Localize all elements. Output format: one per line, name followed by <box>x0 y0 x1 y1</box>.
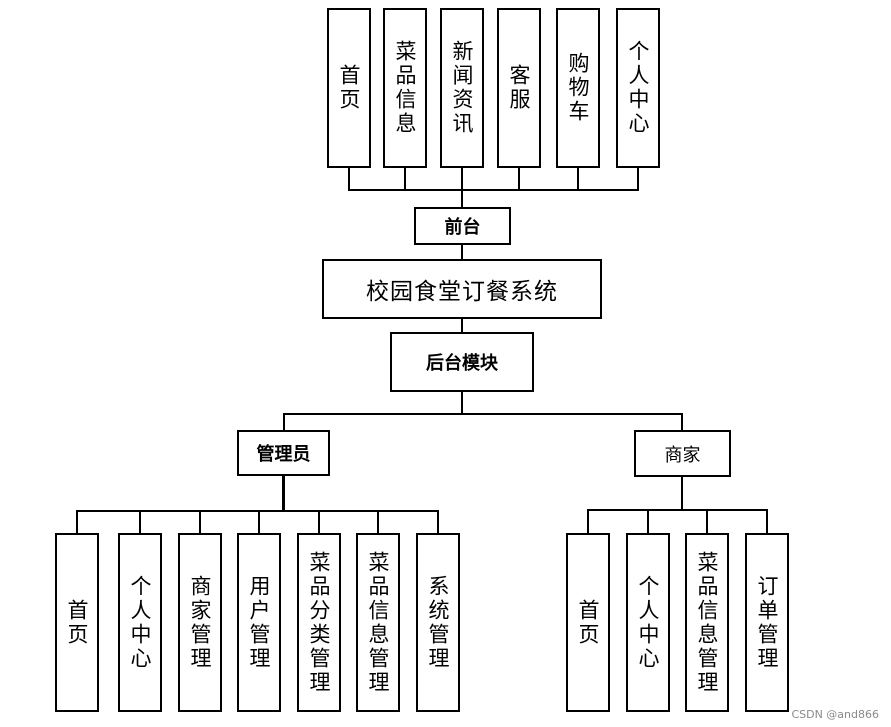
admin-item-home: 首页 <box>55 533 99 712</box>
admin-item-user-management: 用户管理 <box>237 533 281 712</box>
connector <box>76 510 78 534</box>
watermark: CSDN @and866 <box>791 708 879 721</box>
front-item-news: 新闻资讯 <box>440 8 484 168</box>
admin-item-system-management: 系统管理 <box>416 533 460 712</box>
node-label: 个人中心 <box>626 40 650 136</box>
node-label: 管理员 <box>256 444 311 465</box>
node-label: 个人中心 <box>636 574 660 671</box>
front-item-service: 客服 <box>497 8 541 168</box>
node-label: 后台模块 <box>426 353 498 374</box>
merchant-node: 商家 <box>634 430 731 477</box>
connector <box>318 510 320 534</box>
connector <box>766 509 768 534</box>
node-label: 个人中心 <box>128 574 152 671</box>
admin-item-dish-info-management: 菜品信息管理 <box>356 533 400 712</box>
node-label: 首页 <box>337 64 361 112</box>
connector <box>404 167 406 190</box>
admin-item-dish-category-management: 菜品分类管理 <box>297 533 341 712</box>
connector <box>461 391 463 414</box>
frontend-node: 前台 <box>414 207 511 245</box>
connector <box>348 189 639 191</box>
connector <box>258 510 260 534</box>
node-label: 菜品信息管理 <box>366 550 390 695</box>
connector <box>437 510 439 534</box>
front-item-dish-info: 菜品信息 <box>383 8 427 168</box>
admin-item-merchant-management: 商家管理 <box>178 533 222 712</box>
backend-node: 后台模块 <box>390 332 534 392</box>
connector <box>461 167 463 190</box>
connector <box>518 167 520 190</box>
front-item-personal-center: 个人中心 <box>616 8 660 168</box>
merchant-item-home: 首页 <box>566 533 610 712</box>
connector <box>282 475 285 511</box>
merchant-item-personal-center: 个人中心 <box>626 533 670 712</box>
connector <box>199 510 201 534</box>
node-label: 菜品信息管理 <box>695 550 719 695</box>
node-label: 前台 <box>444 217 481 238</box>
node-label: 商家管理 <box>188 574 212 671</box>
connector <box>587 509 768 511</box>
system-title: 校园食堂订餐系统 <box>366 279 558 305</box>
connector <box>461 244 463 260</box>
connector <box>461 318 463 333</box>
connector <box>577 167 579 190</box>
connector <box>283 413 683 415</box>
node-label: 用户管理 <box>247 574 271 671</box>
node-label: 菜品信息 <box>393 40 417 136</box>
connector <box>461 189 463 208</box>
node-label: 首页 <box>65 598 89 647</box>
connector <box>647 509 649 534</box>
admin-item-personal-center: 个人中心 <box>118 533 162 712</box>
node-label: 购物车 <box>566 52 590 124</box>
node-label: 首页 <box>576 598 600 647</box>
connector <box>681 413 683 431</box>
node-label: 新闻资讯 <box>450 40 474 136</box>
connector <box>283 413 285 431</box>
node-label: 系统管理 <box>426 574 450 671</box>
node-label: 订单管理 <box>755 574 779 671</box>
connector <box>377 510 379 534</box>
connector <box>348 167 350 190</box>
connector <box>139 510 141 534</box>
system-title-node: 校园食堂订餐系统 <box>322 259 602 319</box>
merchant-item-order-management: 订单管理 <box>745 533 789 712</box>
merchant-item-dish-info-management: 菜品信息管理 <box>685 533 729 712</box>
node-label: 客服 <box>507 64 531 112</box>
connector <box>706 509 708 534</box>
connector <box>587 509 589 534</box>
connector <box>637 167 639 190</box>
connector <box>681 476 683 510</box>
admin-node: 管理员 <box>237 430 330 476</box>
connector <box>76 510 439 512</box>
node-label: 商家 <box>664 444 701 466</box>
front-item-cart: 购物车 <box>556 8 600 168</box>
node-label: 菜品分类管理 <box>307 550 331 695</box>
front-item-home: 首页 <box>327 8 371 168</box>
